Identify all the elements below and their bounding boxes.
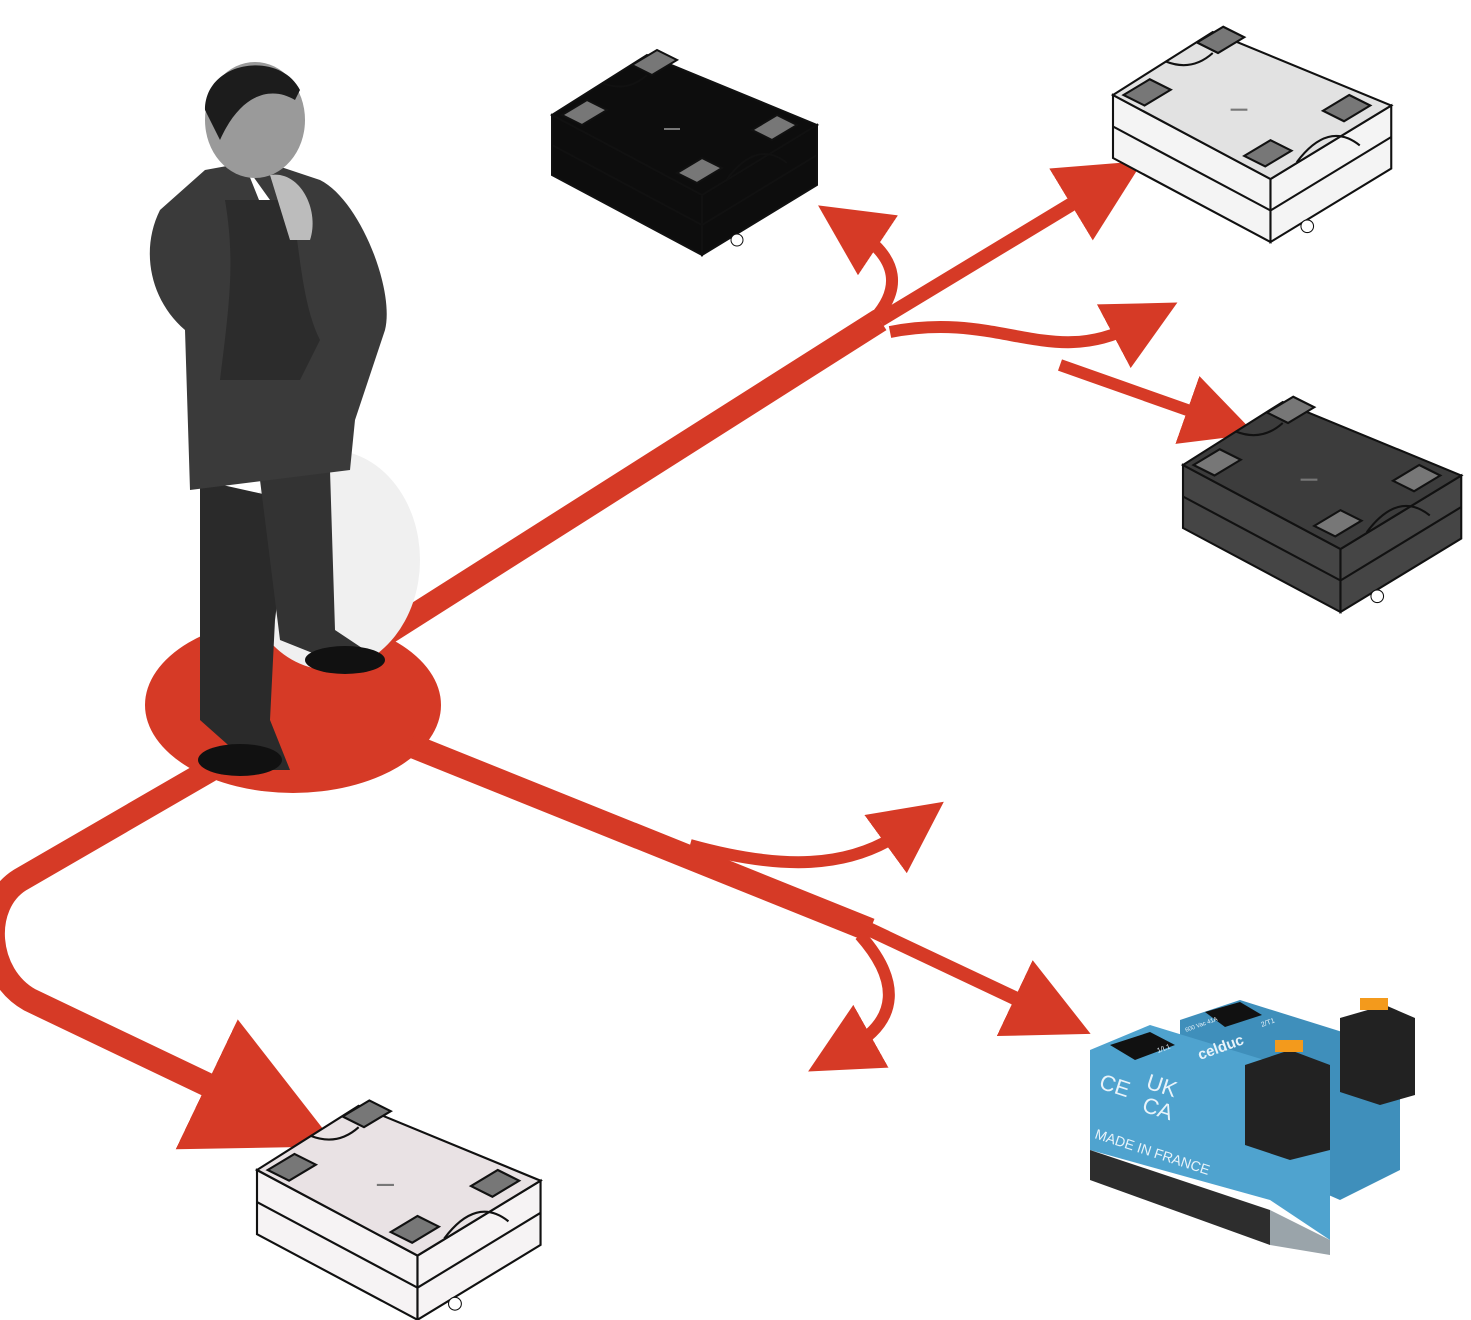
arrow-to-white-module xyxy=(876,161,1143,326)
blue-solid-state-relay: CE UK CA MADE IN FRANCE celduc 600 Vac 4… xyxy=(1090,998,1415,1255)
module-black xyxy=(551,49,818,256)
businessman-figure xyxy=(149,62,420,776)
path-left-trunk xyxy=(0,759,337,1150)
arrow-to-blue-relay xyxy=(857,918,1091,1037)
module-white xyxy=(1111,25,1393,244)
relay-terminal-1-label: 1/L1 xyxy=(1156,1044,1171,1055)
relay-terminal-2-label: 2/T1 xyxy=(1260,1017,1276,1028)
path-upper-trunk xyxy=(353,309,887,661)
arrow-upper-right-open xyxy=(888,302,1178,369)
arrow-to-black-module xyxy=(818,205,898,322)
terminal-orange-tab xyxy=(1360,998,1388,1010)
arrow-lower-down-open xyxy=(808,931,895,1072)
module-dark-gray xyxy=(1181,395,1463,614)
red-decision-paths xyxy=(0,161,1256,1150)
path-lower-trunk xyxy=(405,733,875,942)
module-light-pink xyxy=(255,1099,542,1320)
arrow-lower-right-open xyxy=(688,801,944,874)
terminal-orange-tab xyxy=(1275,1040,1303,1052)
arrow-to-dark-gray-module xyxy=(1058,359,1256,444)
